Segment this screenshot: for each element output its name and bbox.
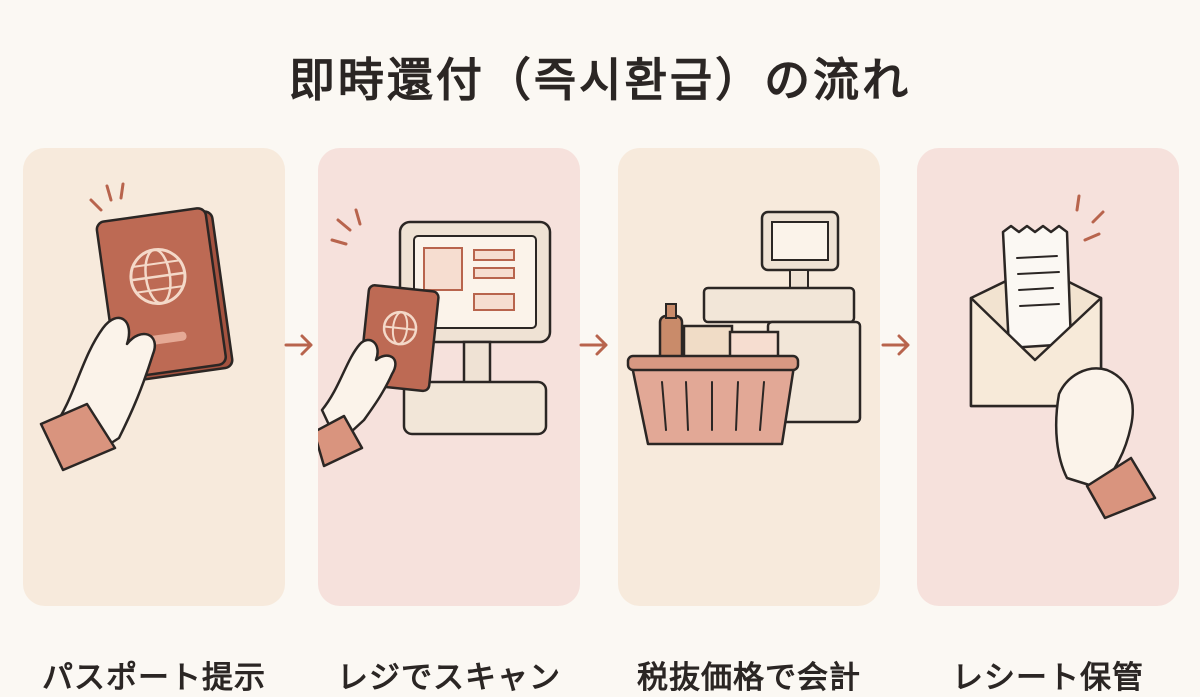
- step-card-4: レシート保管: [917, 148, 1179, 696]
- passport-scan-at-register-icon: [318, 208, 552, 468]
- step-card-3: 税抜価格で会計: [618, 148, 880, 696]
- step-card-1: パスポート提示: [23, 148, 285, 696]
- arrow-right-icon: [881, 334, 910, 356]
- arrow-right-icon: [284, 334, 313, 356]
- arrow-right-icon: [579, 334, 608, 356]
- receipt-in-envelope-icon: [969, 194, 1157, 520]
- page-title: 即時還付（즉시환급）の流れ: [288, 53, 912, 107]
- basket-at-checkout-icon: [626, 210, 862, 446]
- passport-in-hand-icon: [39, 182, 234, 472]
- step-card-2: レジでスキャン: [318, 148, 580, 696]
